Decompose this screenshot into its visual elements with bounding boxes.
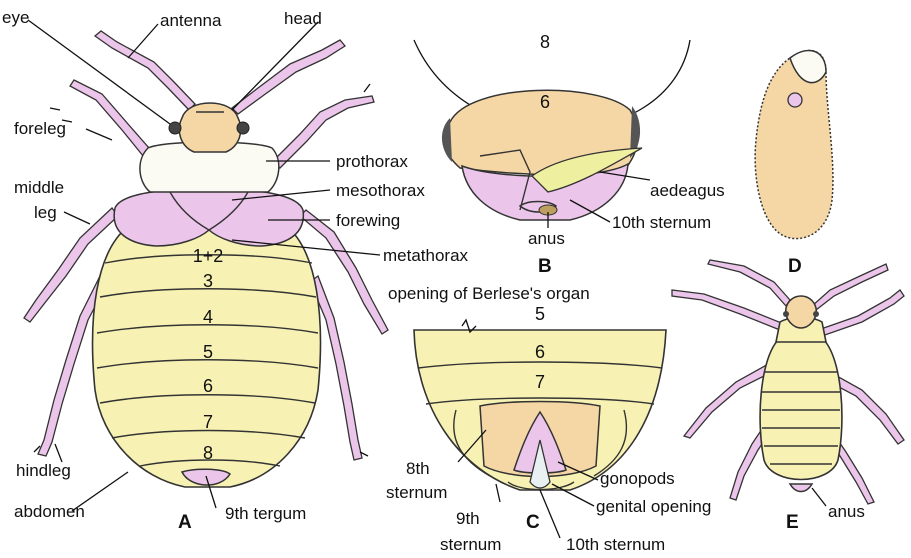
label-antenna: antenna [160,11,222,30]
figure-c: opening of Berlese's organ 5 6 7 8th ste… [386,284,711,554]
segment-number-7-c: 7 [535,372,545,392]
label-ninth-sternum-1: 9th [456,509,480,528]
label-anus-b: anus [528,229,565,248]
segment-number-8-b: 8 [540,32,550,52]
head-e [786,296,817,328]
label-forewing: forewing [336,211,400,230]
label-prothorax: prothorax [336,152,408,171]
label-gonopods: gonopods [600,469,675,488]
label-berlese-organ: opening of Berlese's organ [388,284,590,303]
label-eye: eye [2,8,29,27]
figure-a: 1+2 3 4 5 6 7 8 eye antenna head foreleg… [2,8,469,533]
segment-number: 7 [203,412,213,432]
label-foreleg: foreleg [14,119,66,138]
label-abdomen: abdomen [14,502,85,521]
label-genital-opening: genital opening [596,497,711,516]
label-middle-leg-2: leg [34,203,57,222]
segment-number-6-b: 6 [540,92,550,112]
panel-label-e: E [786,512,799,533]
label-middle-leg-1: middle [14,178,64,197]
segment-number: 6 [203,376,213,396]
panel-label-d: D [788,256,802,277]
label-aedeagus: aedeagus [650,181,725,200]
segment-number: 1+2 [193,246,224,266]
label-eighth-sternum-2: sternum [386,483,447,502]
segment-number: 4 [203,307,213,327]
label-tenth-sternum-c: 10th sternum [566,535,665,554]
label-eighth-sternum-1: 8th [406,459,430,478]
label-ninth-sternum-2: sternum [440,535,501,554]
figure-d: D [755,50,833,277]
figure-b: 8 6 aedeagus anus 10th sternum B [414,32,725,277]
panel-label-a: A [178,512,192,533]
label-metathorax: metathorax [383,246,469,265]
panel-label-b: B [538,256,552,277]
head-a [179,103,240,152]
segment-number-5-c: 5 [535,304,545,324]
segment-number: 5 [203,342,213,362]
segment-number: 8 [203,443,213,463]
segment-number-6-c: 6 [535,342,545,362]
label-mesothorax: mesothorax [336,181,425,200]
label-tenth-sternum-b: 10th sternum [612,213,711,232]
label-hindleg: hindleg [16,461,71,480]
panel-label-c: C [526,512,540,533]
figure-e: anus E [672,260,904,533]
segment-number: 3 [203,271,213,291]
label-ninth-tergum: 9th tergum [225,504,306,523]
label-head: head [284,9,322,28]
label-anus-e: anus [828,502,865,521]
